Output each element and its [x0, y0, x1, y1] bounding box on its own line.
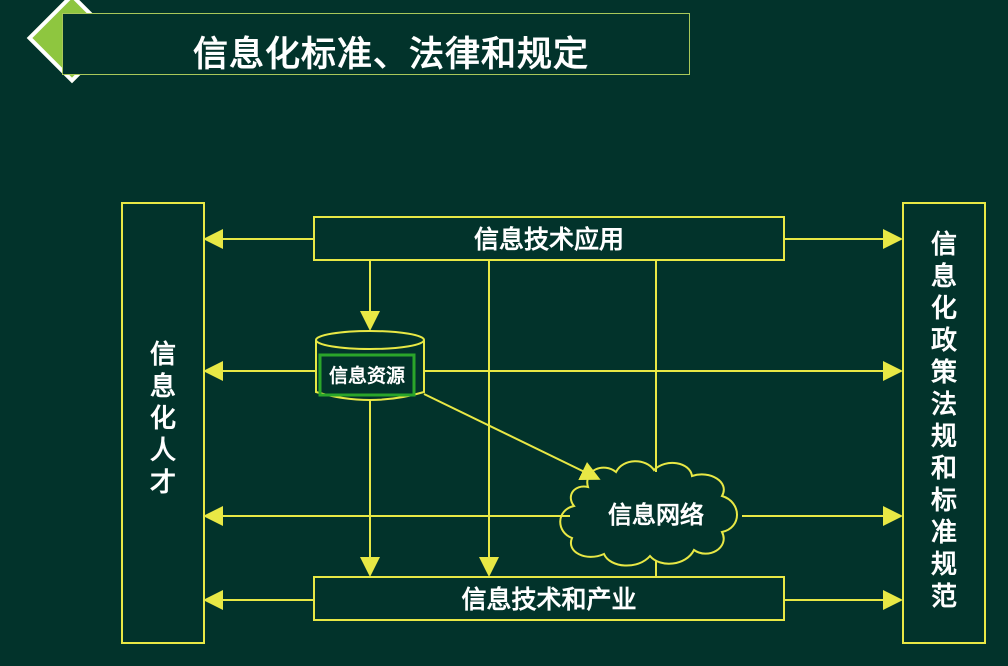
it-industry-label: 信息技术和产业	[461, 585, 636, 614]
it-application-label: 信息技术应用	[474, 225, 624, 254]
policy-label: 信息化政策法规和标准规范	[931, 230, 957, 612]
page-title: 信息化标准、法律和规定	[193, 35, 590, 75]
arrow-resources-to-network	[423, 393, 601, 481]
info-resources-label: 信息资源	[329, 364, 405, 387]
talent-box	[121, 202, 205, 644]
talent-label: 信息化人才	[150, 340, 176, 498]
cloud-shape	[559, 460, 738, 567]
cylinder-highlight	[318, 353, 416, 397]
policy-box	[902, 202, 986, 644]
info-network-node: 信息网络	[559, 460, 738, 567]
cylinder-top	[315, 330, 425, 350]
info-resources-node: 信息资源	[315, 330, 425, 401]
title-bar: 信息化标准、法律和规定	[62, 13, 690, 75]
it-industry-box	[313, 576, 785, 621]
info-network-label: 信息网络	[608, 501, 704, 529]
